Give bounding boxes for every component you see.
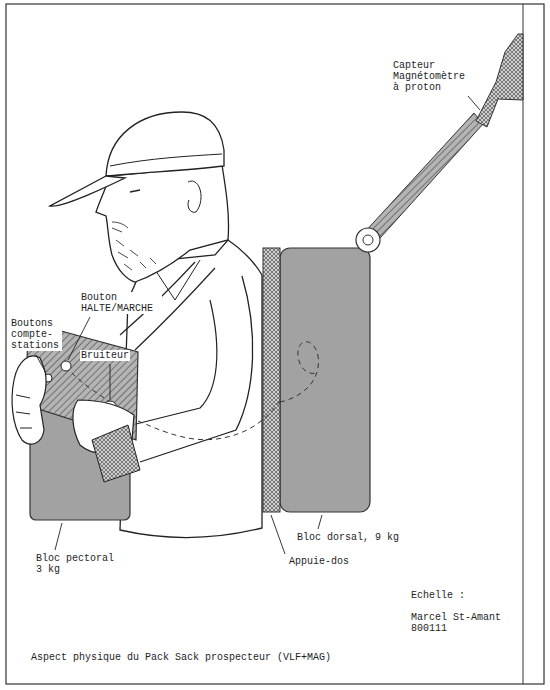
- leader-line: [468, 96, 480, 110]
- back-rest: [263, 248, 280, 512]
- block-label: Bloc dorsal, 9 kg: [296, 532, 400, 543]
- part-label: Bruiteur: [80, 350, 130, 361]
- part-label: Bouton HALTE/MARCHE: [80, 292, 162, 314]
- arm: [132, 300, 217, 425]
- block: Bloc dorsal, 9 kg: [280, 248, 370, 512]
- leader-line: [271, 515, 285, 554]
- cuff: [92, 425, 140, 482]
- back-block: [280, 248, 370, 512]
- internal-cable: [280, 342, 318, 402]
- sensor-pole: [363, 113, 483, 247]
- cable: [138, 401, 280, 440]
- leader-lines: [36, 96, 480, 554]
- part-label: Echelle :: [410, 590, 466, 601]
- part-label: Capteur Magnétomètre à proton: [392, 60, 474, 93]
- fingers: [16, 395, 32, 428]
- frame-line: [523, 4, 524, 684]
- caption: Aspect physique du Pack Sack prospecteur…: [30, 652, 332, 663]
- part-label: Appuie-dos: [288, 556, 350, 567]
- leader-line: [36, 355, 46, 373]
- part-label: Marcel St-Amant 800111: [410, 612, 508, 634]
- hand: [12, 356, 46, 444]
- leader-line: [110, 364, 111, 400]
- cap-band: [110, 154, 222, 166]
- leader-line: [55, 523, 62, 550]
- pivot: [356, 228, 380, 252]
- torso: [120, 240, 262, 538]
- frame: [6, 4, 544, 684]
- pivot-hub: [363, 235, 373, 245]
- leader-line: [318, 515, 322, 529]
- eye: [130, 190, 140, 192]
- beard: [112, 222, 156, 270]
- ear: [188, 181, 201, 212]
- block-label: Bloc pectoral 3 kg: [35, 553, 121, 575]
- cap-brim: [50, 176, 125, 206]
- part-label: Boutons compte-stations: [10, 318, 62, 351]
- button: [61, 361, 71, 371]
- cap: [106, 112, 224, 176]
- sensor-paddle: [476, 34, 523, 127]
